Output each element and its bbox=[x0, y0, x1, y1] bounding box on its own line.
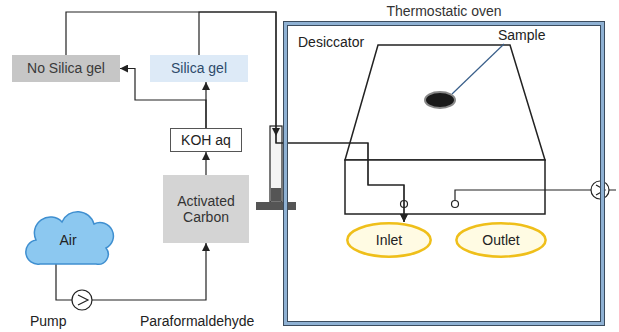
desiccator bbox=[345, 45, 545, 214]
filter-box: Activated Carbon bbox=[163, 175, 249, 243]
exhaust-pump bbox=[591, 181, 609, 199]
ports bbox=[401, 201, 459, 208]
node-text: Outlet bbox=[482, 232, 519, 248]
node-text: Air bbox=[59, 232, 76, 248]
port-ellipse: Inlet bbox=[346, 222, 432, 258]
node-text: Inlet bbox=[376, 232, 402, 248]
outlet-port bbox=[452, 201, 459, 208]
node-text: Activated Carbon bbox=[163, 193, 249, 225]
heading-text: Thermostatic oven bbox=[287, 3, 601, 19]
scrubber-box: KOH aq bbox=[170, 128, 242, 152]
node-text: KOH aq bbox=[181, 132, 231, 148]
impinger-stand bbox=[256, 202, 296, 210]
port-ellipse: Outlet bbox=[455, 222, 547, 258]
pump-symbol bbox=[591, 181, 609, 199]
leader-line bbox=[452, 44, 504, 94]
paraformaldehyde-charge bbox=[271, 188, 281, 201]
desiccator-lid bbox=[345, 45, 545, 160]
pump-symbol bbox=[72, 290, 92, 310]
node-text: Silica gel bbox=[171, 60, 227, 76]
source-cloud: Air bbox=[22, 212, 114, 268]
bypass-box: No Silica gel bbox=[12, 55, 120, 82]
sample-dish bbox=[425, 44, 504, 108]
sample-dish-shape bbox=[425, 92, 455, 108]
intake-pump bbox=[72, 290, 92, 310]
node-text: No Silica gel bbox=[27, 60, 105, 76]
oven-frame: Thermostatic ovenInletOutlet bbox=[284, 22, 604, 325]
pump-arrow bbox=[78, 295, 88, 305]
part-label: Paraformaldehyde bbox=[140, 313, 254, 329]
part-label: Sample bbox=[498, 27, 545, 43]
desiccator-base bbox=[345, 160, 545, 214]
part-label: Desiccator bbox=[298, 34, 364, 50]
dryer-box: Silica gel bbox=[150, 55, 248, 82]
flow-connector bbox=[205, 152, 206, 175]
part-label: Pump bbox=[30, 313, 67, 329]
